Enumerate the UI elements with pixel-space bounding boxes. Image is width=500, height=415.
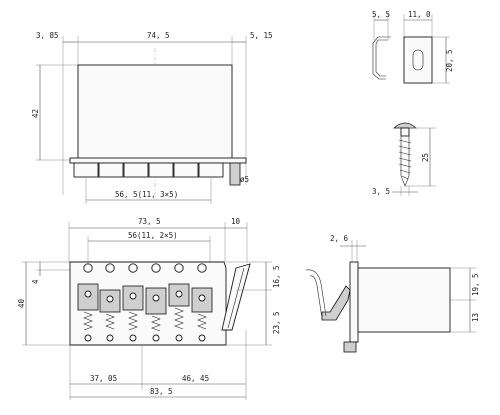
dim-bottom-left: 37, 05 [90, 374, 117, 383]
screw-shank [400, 136, 410, 187]
side-view: 2, 6 19, 5 13 [305, 234, 480, 353]
side-dim-right-upper: 19, 5 [471, 273, 480, 296]
saddles-top [73, 162, 224, 178]
intonation-screws [84, 334, 206, 342]
dim-right-upper-front: 16, 5 [272, 265, 281, 288]
clip-dim-a: 5, 5 [372, 10, 390, 19]
springs [83, 307, 207, 332]
side-saddle [321, 285, 351, 321]
dim-pin: ø5 [240, 175, 249, 184]
dim-small: 4 [31, 279, 40, 284]
saddles-front [77, 283, 213, 315]
dim-height-front: 40 [17, 298, 26, 308]
arm-pin [229, 162, 241, 186]
screw-dim-diameter: 3, 5 [372, 187, 390, 196]
clip-dim-height: 20, 5 [445, 49, 454, 72]
dim-spacing-top: 56, 5(11, 3×5) [115, 190, 178, 199]
string-holes [83, 263, 207, 273]
screw-dim-length: 25 [421, 153, 430, 162]
dim-height: 42 [31, 109, 40, 118]
side-dim-right-lower: 13 [471, 313, 480, 322]
side-dim-top: 2, 6 [330, 234, 349, 243]
screw-view: 25 3, 5 [372, 122, 436, 196]
front-view: 73, 5 10 56(11, 2×5) 40 4 [17, 217, 281, 400]
dim-arm: 10 [231, 217, 241, 226]
dim-bottom-right: 46, 45 [182, 374, 209, 383]
clip-dim-b: 11, 0 [408, 10, 431, 19]
dim-plate: 73, 5 [138, 217, 161, 226]
front-lip [69, 157, 247, 164]
clip-plate [403, 36, 433, 84]
dim-right-lower-front: 23, 5 [272, 311, 281, 334]
dim-right-offset: 5, 15 [250, 31, 273, 40]
sustain-block [357, 267, 451, 333]
dim-left-offset: 3, 85 [36, 31, 59, 40]
side-base-plate [349, 261, 359, 343]
dim-spacing-front: 56(11, 2×5) [128, 231, 178, 240]
spring-clip-view: 5, 5 11, 0 20, 5 [372, 10, 454, 84]
base-plate-top [77, 64, 233, 161]
clip-hook [375, 39, 388, 77]
dim-total: 83, 5 [150, 387, 173, 396]
top-view: 3, 85 74, 5 5, 15 42 ø5 56, 5(11, 3×5) [31, 31, 273, 204]
screw-head [392, 122, 418, 129]
dim-width: 74, 5 [147, 31, 170, 40]
side-arm [305, 269, 327, 317]
